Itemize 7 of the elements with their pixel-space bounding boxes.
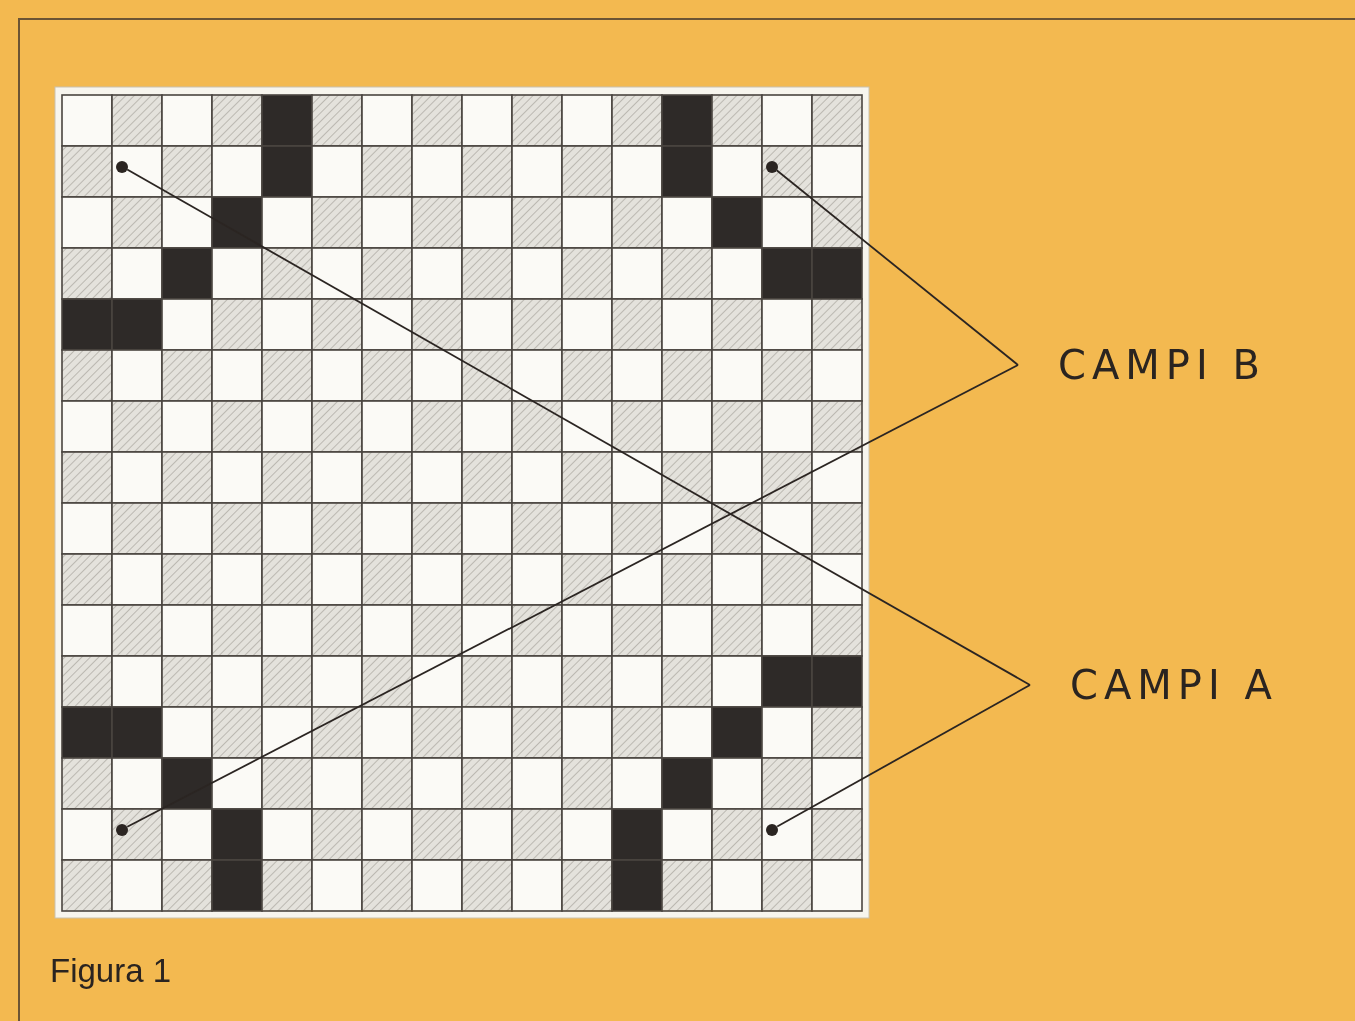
field-label: CAMPI B — [1057, 341, 1266, 390]
figure-caption: Figura 1 — [50, 952, 172, 990]
leader-line — [776, 684, 1031, 828]
leader-line — [126, 364, 1019, 828]
field-label: CAMPI A — [1069, 661, 1278, 710]
leader-line — [126, 168, 1031, 686]
leader-line — [775, 169, 1019, 366]
